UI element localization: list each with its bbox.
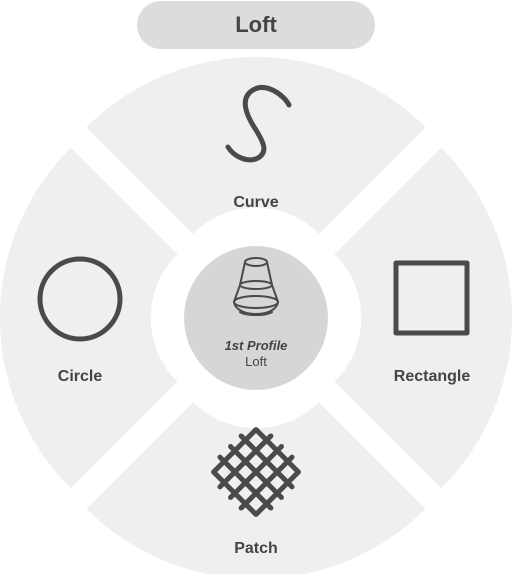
menu-item-rectangle[interactable]: Rectangle <box>334 147 512 489</box>
menu-title: Loft <box>235 12 277 37</box>
sector-rectangle[interactable] <box>334 147 512 489</box>
curve-icon <box>225 85 292 163</box>
patch-icon <box>211 427 301 517</box>
center-title: 1st Profile <box>225 338 288 353</box>
loft-icon <box>233 257 279 316</box>
menu-item-label: Circle <box>58 368 103 385</box>
circle-icon <box>37 256 123 342</box>
center-hub[interactable]: 1st Profile Loft <box>184 246 328 390</box>
menu-item-patch[interactable]: Patch <box>86 402 426 574</box>
sector-circle[interactable] <box>0 147 178 489</box>
menu-item-circle[interactable]: Circle <box>0 147 178 489</box>
menu-item-curve[interactable]: Curve <box>86 57 426 234</box>
menu-item-label: Patch <box>234 540 278 557</box>
sector-patch[interactable] <box>86 402 426 574</box>
sector-curve[interactable] <box>86 57 426 234</box>
menu-title-pill: Loft <box>137 1 375 49</box>
menu-item-label: Curve <box>233 194 278 211</box>
menu-item-label: Rectangle <box>394 368 471 385</box>
rectangle-icon <box>393 260 470 336</box>
center-subtitle: Loft <box>245 354 267 369</box>
center-hub-circle[interactable] <box>184 246 328 390</box>
